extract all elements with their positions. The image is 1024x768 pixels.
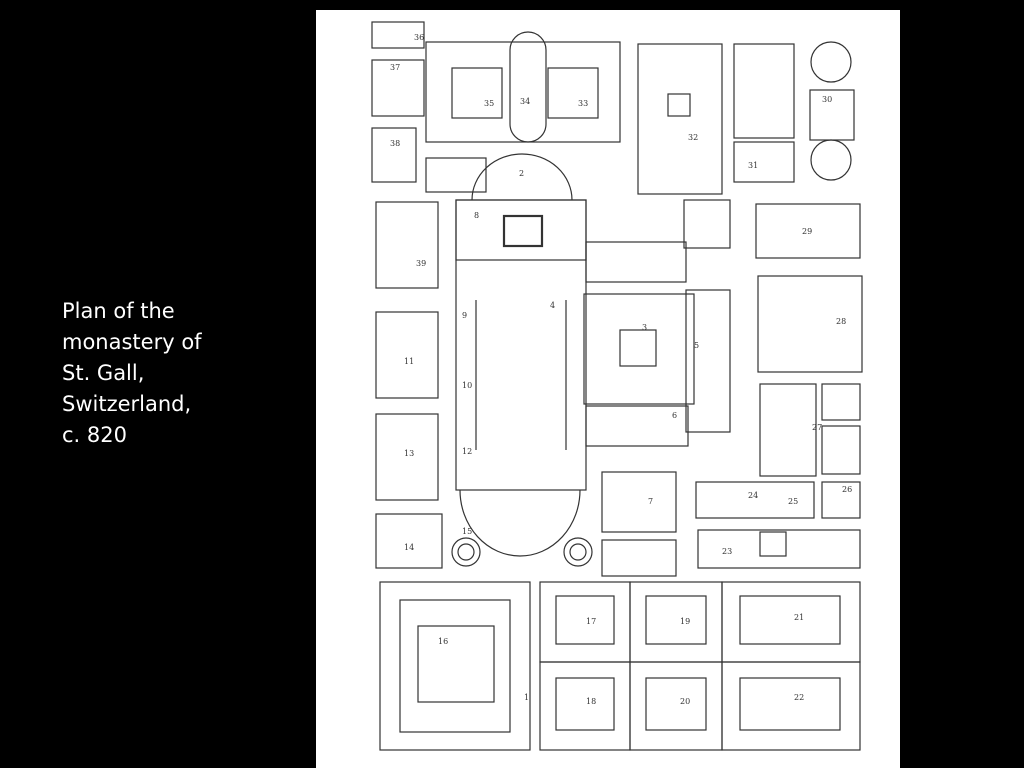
plan-label: 20	[680, 697, 690, 706]
plan-label: 18	[586, 697, 596, 706]
plan-label: 11	[404, 357, 414, 366]
plan-label: 29	[802, 227, 812, 236]
plan-label: 4	[550, 301, 555, 310]
plan-label: 28	[836, 317, 846, 326]
plan-label: 2	[519, 169, 524, 178]
plan-building-5	[685, 289, 731, 433]
plan-label: 1	[524, 693, 529, 702]
plan-label: 12	[462, 447, 472, 456]
caption-line-3: St. Gall,	[62, 361, 145, 385]
plan-building-27	[759, 383, 817, 477]
plan-label: 26	[842, 485, 852, 494]
plan-building-38	[371, 127, 417, 183]
plan-building-18	[539, 661, 631, 751]
plan-label: 6	[672, 411, 677, 420]
plan-label: 13	[404, 449, 414, 458]
plan-label: 32	[688, 133, 698, 142]
plan-building-26	[821, 481, 861, 519]
plan-building-16	[379, 581, 531, 751]
plan-building-7	[601, 471, 677, 533]
plan-label: 37	[390, 63, 400, 72]
plan-building-29	[755, 203, 861, 259]
plan-label: 27	[812, 423, 822, 432]
plan-label: 25	[788, 497, 798, 506]
plan-building-4	[585, 241, 687, 283]
plan-label: 15	[462, 527, 472, 536]
plan-building-35-33	[425, 41, 621, 143]
plan-label: 35	[484, 99, 494, 108]
plan-label: 30	[822, 95, 832, 104]
plan-building-19	[629, 581, 723, 663]
plan-building-13	[375, 413, 439, 501]
plan-label: 33	[578, 99, 588, 108]
plan-garden-32	[637, 43, 723, 195]
plan-label: 23	[722, 547, 732, 556]
caption-line-5: c. 820	[62, 423, 127, 447]
plan-building-30a	[733, 43, 795, 139]
plan-label: 8	[474, 211, 479, 220]
plan-label: 22	[794, 693, 804, 702]
plan-label: 19	[680, 617, 690, 626]
plan-label: 16	[438, 637, 448, 646]
plan-apse-east	[471, 153, 573, 201]
plan-building-24-25	[695, 481, 815, 519]
plan-label: 17	[586, 617, 596, 626]
plan-building-34	[509, 31, 547, 143]
caption-line-2: monastery of	[62, 330, 202, 354]
plan-label: 31	[748, 161, 758, 170]
plan-building-23	[697, 529, 861, 569]
plan-building-39	[375, 201, 439, 289]
plan-label: 24	[748, 491, 758, 500]
plan-label: 21	[794, 613, 804, 622]
plan-label: 39	[416, 259, 426, 268]
plan-building-36	[371, 21, 425, 49]
plan-number-labels: 36 37 35 34 33 32 30 31 38 2 8 29 39 9 4…	[390, 33, 852, 706]
plan-building-21	[721, 581, 861, 663]
plan-apse-west	[459, 489, 581, 557]
plan-building-14	[375, 513, 443, 569]
plan-label: 7	[648, 497, 653, 506]
monastery-plan-image: 36 37 35 34 33 32 30 31 38 2 8 29 39 9 4…	[316, 10, 900, 768]
slide-caption: Plan of the monastery of St. Gall, Switz…	[62, 296, 302, 451]
caption-line-4: Switzerland,	[62, 392, 192, 416]
plan-label: 5	[694, 341, 699, 350]
plan-building-20	[629, 661, 723, 751]
plan-cloister-3	[583, 293, 695, 405]
plan-label: 34	[520, 97, 530, 106]
plan-building-17	[539, 581, 631, 663]
plan-building-37	[371, 59, 425, 117]
plan-label: 3	[642, 323, 647, 332]
plan-building-22	[721, 661, 861, 751]
plan-label: 14	[404, 543, 414, 552]
plan-building-28	[757, 275, 863, 373]
caption-line-1: Plan of the	[62, 299, 175, 323]
plan-building-6	[585, 405, 689, 447]
plan-label: 10	[462, 381, 472, 390]
plan-building-11	[375, 311, 439, 399]
plan-label: 9	[462, 311, 467, 320]
plan-label: 38	[390, 139, 400, 148]
plan-label: 36	[414, 33, 424, 42]
monastery-plan-drawing: 36 37 35 34 33 32 30 31 38 2 8 29 39 9 4…	[371, 21, 863, 751]
